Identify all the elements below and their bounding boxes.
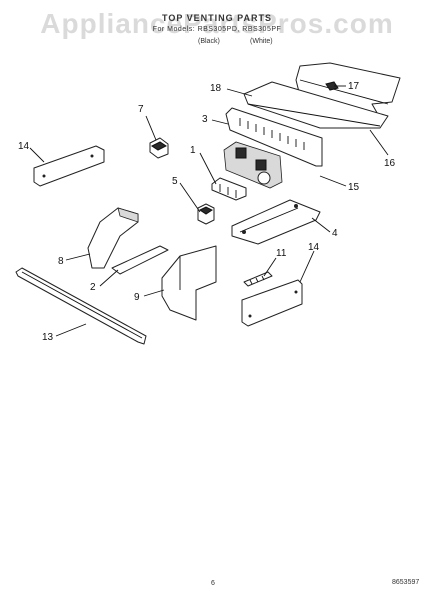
part-4-mounting-plate[interactable] bbox=[231, 199, 321, 245]
part-1-terminal-block[interactable] bbox=[211, 177, 247, 201]
callout-15: 15 bbox=[348, 182, 360, 193]
part-8-duct[interactable] bbox=[87, 207, 139, 269]
callout-13: 13 bbox=[42, 332, 54, 343]
callout-5: 5 bbox=[172, 176, 178, 187]
callout-9: 9 bbox=[134, 292, 140, 303]
callout-3: 3 bbox=[202, 114, 208, 125]
callout-7: 7 bbox=[138, 104, 144, 115]
louver-slots bbox=[239, 118, 305, 150]
part-16-top-panel[interactable] bbox=[295, 62, 401, 119]
color-label-white: (White) bbox=[250, 38, 273, 45]
callout-14-left: 14 bbox=[18, 141, 30, 152]
callout-8: 8 bbox=[58, 256, 64, 267]
part-13-long-rail[interactable] bbox=[15, 267, 147, 345]
callout-17: 17 bbox=[348, 81, 360, 92]
callout-11: 11 bbox=[276, 248, 287, 259]
callout-1: 1 bbox=[190, 145, 196, 156]
part-18-vent-cover[interactable] bbox=[243, 81, 389, 129]
color-label-black: (Black) bbox=[198, 38, 220, 45]
page-number: 6 bbox=[211, 580, 215, 587]
part-7-switch[interactable] bbox=[149, 137, 169, 159]
part-15-blower-assembly[interactable] bbox=[223, 141, 283, 189]
callout-numbers: 7 17 18 16 3 14 1 15 5 4 8 2 11 14 9 13 bbox=[18, 81, 396, 343]
part-3-vent-bracket[interactable] bbox=[225, 107, 323, 167]
part-5-relay[interactable] bbox=[197, 203, 215, 225]
watermark: AppliancePartsPros.com bbox=[40, 8, 394, 39]
part-14-right-bracket[interactable] bbox=[241, 279, 303, 327]
callout-2: 2 bbox=[90, 282, 96, 293]
model-numbers: For Models: RBS305PD, RBS305PF bbox=[152, 26, 282, 33]
document-code: 8653597 bbox=[392, 579, 420, 586]
callout-18: 18 bbox=[210, 83, 222, 94]
callout-4: 4 bbox=[332, 228, 338, 239]
leader-lines bbox=[29, 85, 389, 337]
diagram-title: TOP VENTING PARTS bbox=[161, 13, 272, 23]
callout-14-right: 14 bbox=[308, 242, 320, 253]
part-17-clip[interactable] bbox=[325, 81, 339, 91]
part-2-strip[interactable] bbox=[111, 245, 169, 275]
callout-16: 16 bbox=[384, 158, 396, 169]
part-14-left-bracket[interactable] bbox=[33, 145, 105, 187]
part-9-support-bracket[interactable] bbox=[161, 245, 217, 321]
part-11-insulator[interactable] bbox=[243, 271, 273, 287]
